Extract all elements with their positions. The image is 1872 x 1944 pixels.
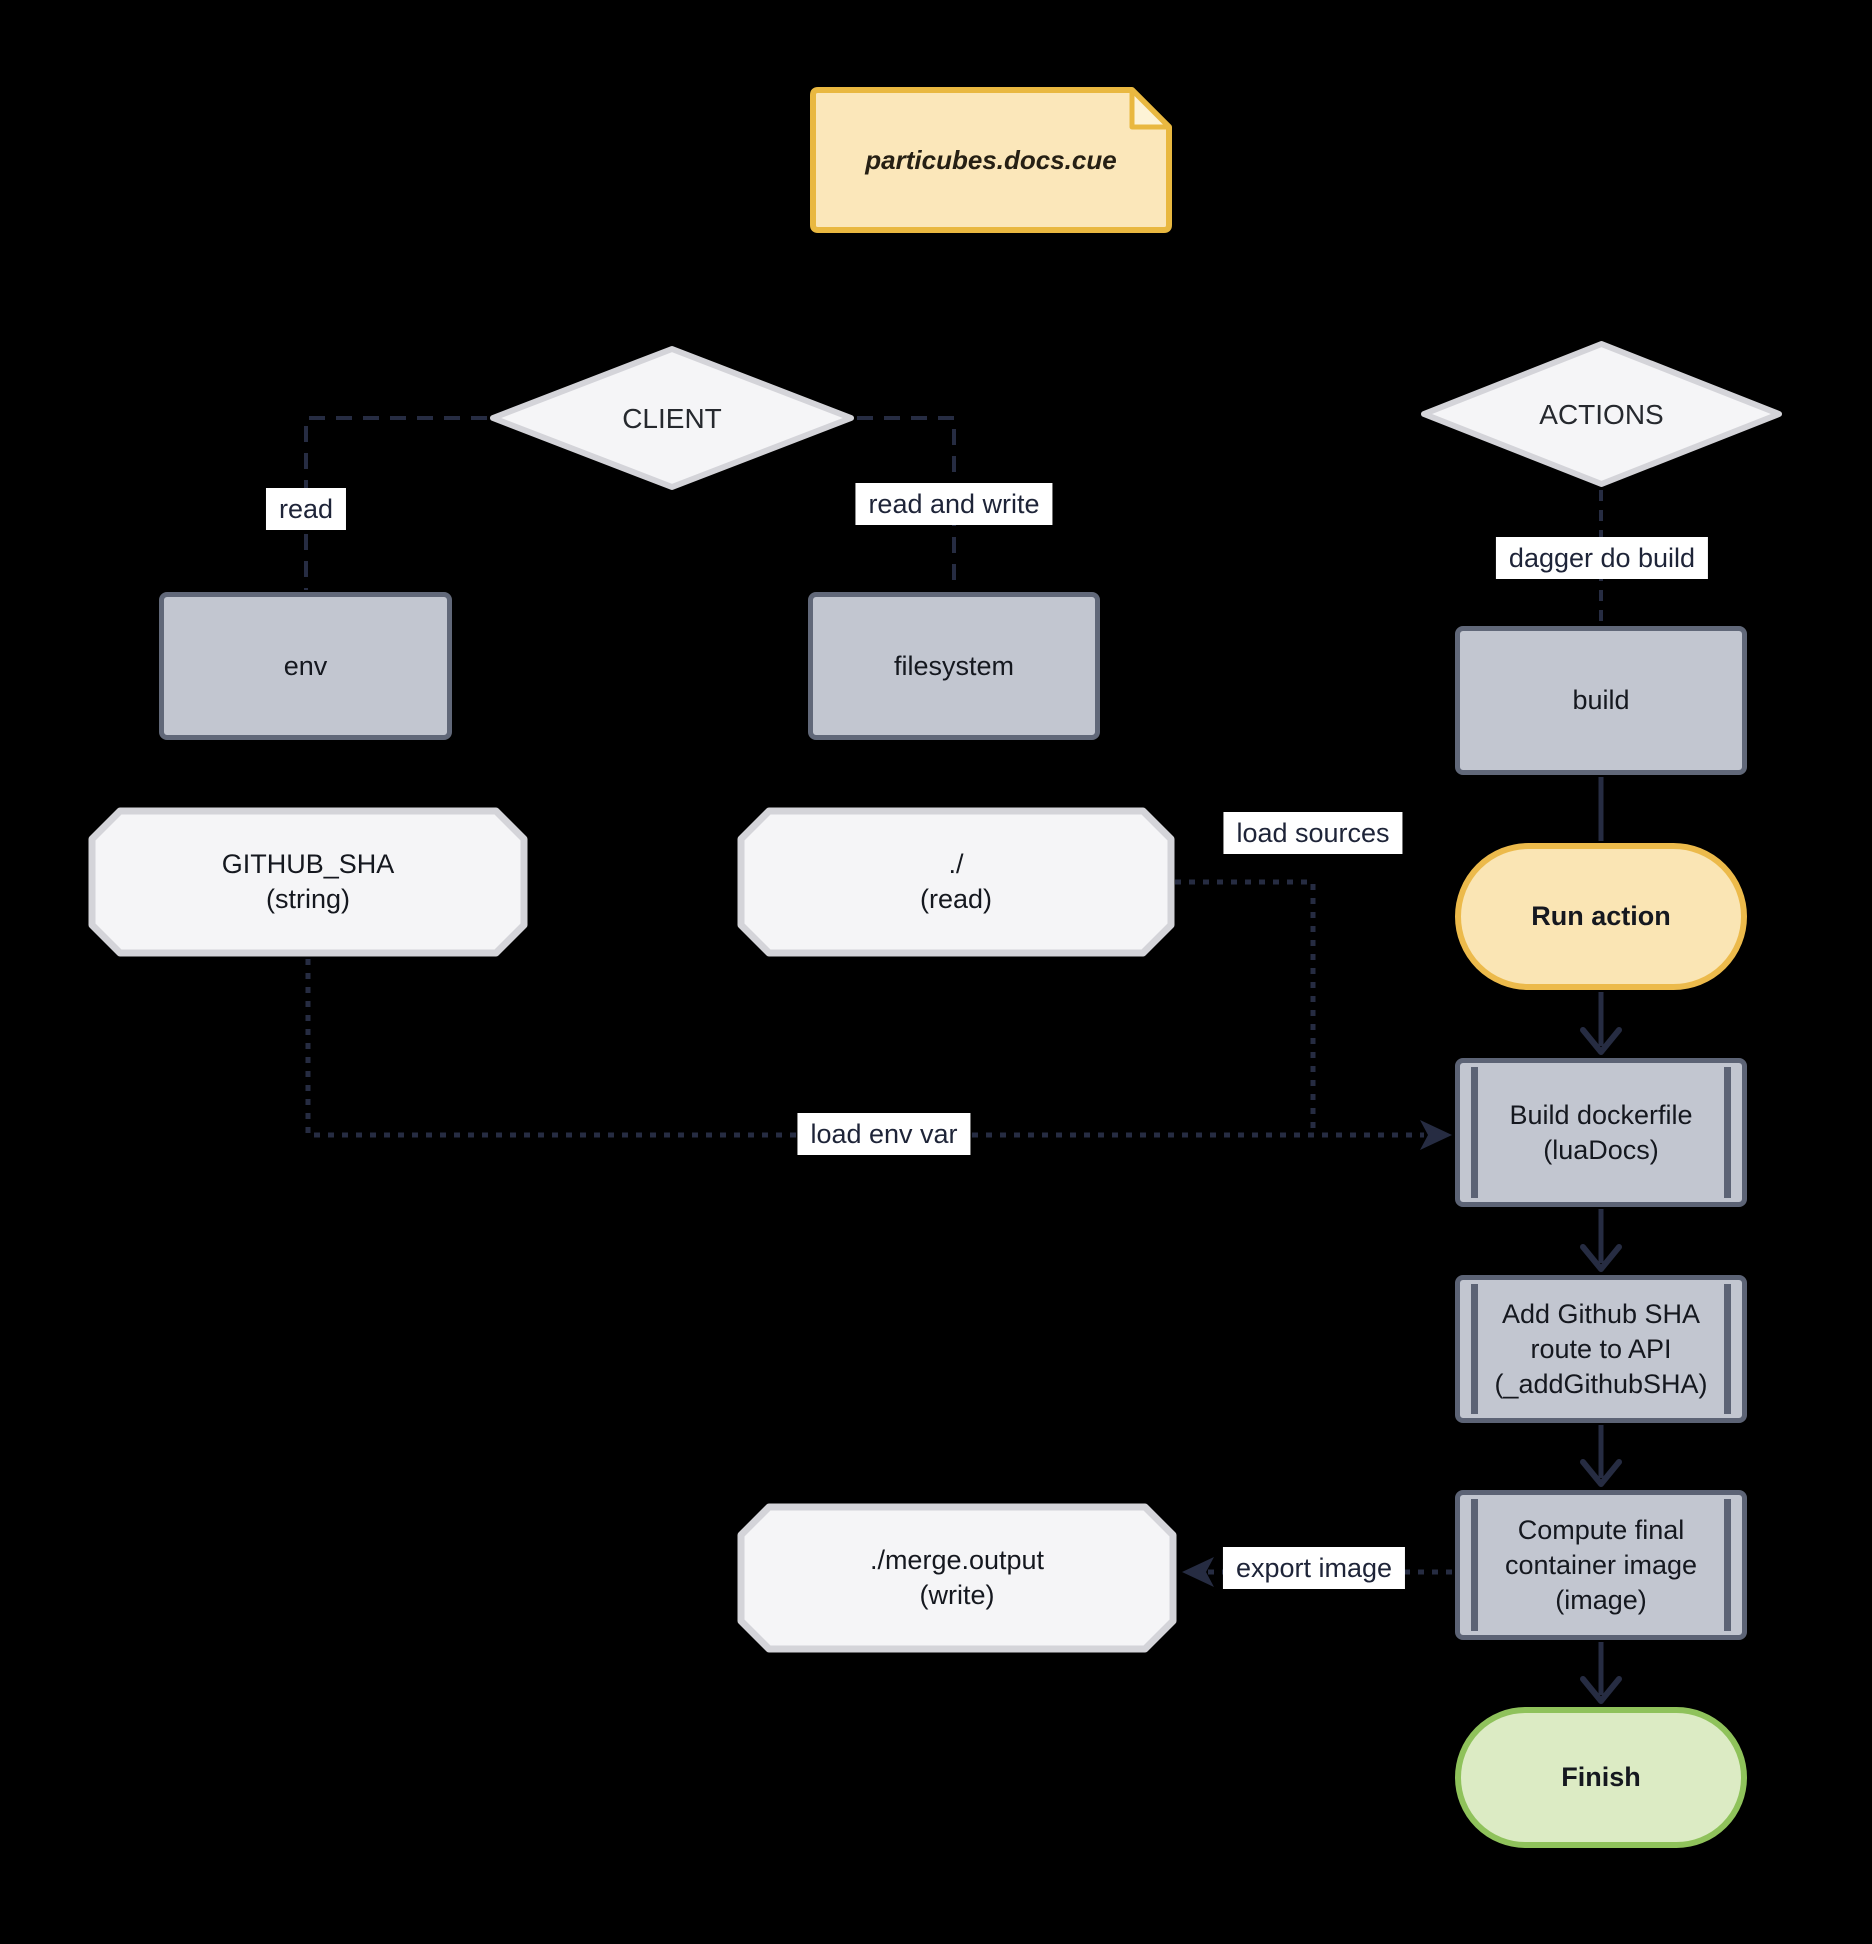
build-node-label: build <box>1572 685 1630 715</box>
actions-diamond: ACTIONS <box>1418 340 1785 488</box>
github-sha-node: GITHUB_SHA (string) <box>88 807 528 957</box>
dot-read-node: ./ (read) <box>737 807 1175 957</box>
github-sha-node-label: GITHUB_SHA (string) <box>221 849 395 914</box>
compute-image-node: Compute final container image (image) <box>1455 1490 1747 1640</box>
arrowhead-into-mergeoutput <box>1182 1557 1214 1587</box>
client-diamond: CLIENT <box>487 345 857 491</box>
merge-output-node: ./merge.output (write) <box>737 1503 1177 1653</box>
run-action-node-label: Run action <box>1531 901 1671 931</box>
env-node: env <box>159 592 452 740</box>
edge-dotread-builddockerfile <box>1175 879 1316 1135</box>
edge-client-filesystem <box>857 416 956 590</box>
edge-githubsha-builddockerfile <box>305 959 1424 1138</box>
filesystem-node: filesystem <box>808 592 1100 740</box>
add-github-sha-node-label: Add Github SHA route to API (_addGithubS… <box>1494 1298 1708 1399</box>
edge-label-load-sources: load sources <box>1223 812 1403 854</box>
client-diamond-label: CLIENT <box>622 402 722 434</box>
edge-label-read: read <box>265 488 347 530</box>
filesystem-node-label: filesystem <box>893 650 1015 681</box>
edge-label-export-image: export image <box>1222 1547 1406 1589</box>
merge-output-node-label: ./merge.output (write) <box>869 1545 1045 1610</box>
build-dockerfile-node-label: Build dockerfile (luaDocs) <box>1509 1099 1693 1165</box>
run-action-node: Run action <box>1455 843 1747 990</box>
finish-node-label: Finish <box>1561 1762 1641 1792</box>
note-label: particubes.docs.cue <box>865 144 1117 175</box>
edge-label-dagger-do-build: dagger do build <box>1495 537 1709 579</box>
finish-node: Finish <box>1455 1707 1747 1848</box>
build-dockerfile-node: Build dockerfile (luaDocs) <box>1455 1058 1747 1207</box>
add-github-sha-node: Add Github SHA route to API (_addGithubS… <box>1455 1275 1747 1423</box>
dot-read-node-label: ./ (read) <box>919 849 993 914</box>
env-node-label: env <box>283 650 328 681</box>
arrowhead-into-builddockerfile <box>1420 1120 1452 1150</box>
edge-label-load-env-var: load env var <box>797 1113 971 1155</box>
actions-diamond-label: ACTIONS <box>1539 398 1664 430</box>
edge-label-read-and-write: read and write <box>855 483 1053 525</box>
compute-image-node-label: Compute final container image (image) <box>1504 1514 1698 1615</box>
build-node: build <box>1455 626 1747 775</box>
edge-client-env <box>304 416 487 590</box>
note-particubes-docs-cue: particubes.docs.cue <box>810 87 1172 233</box>
